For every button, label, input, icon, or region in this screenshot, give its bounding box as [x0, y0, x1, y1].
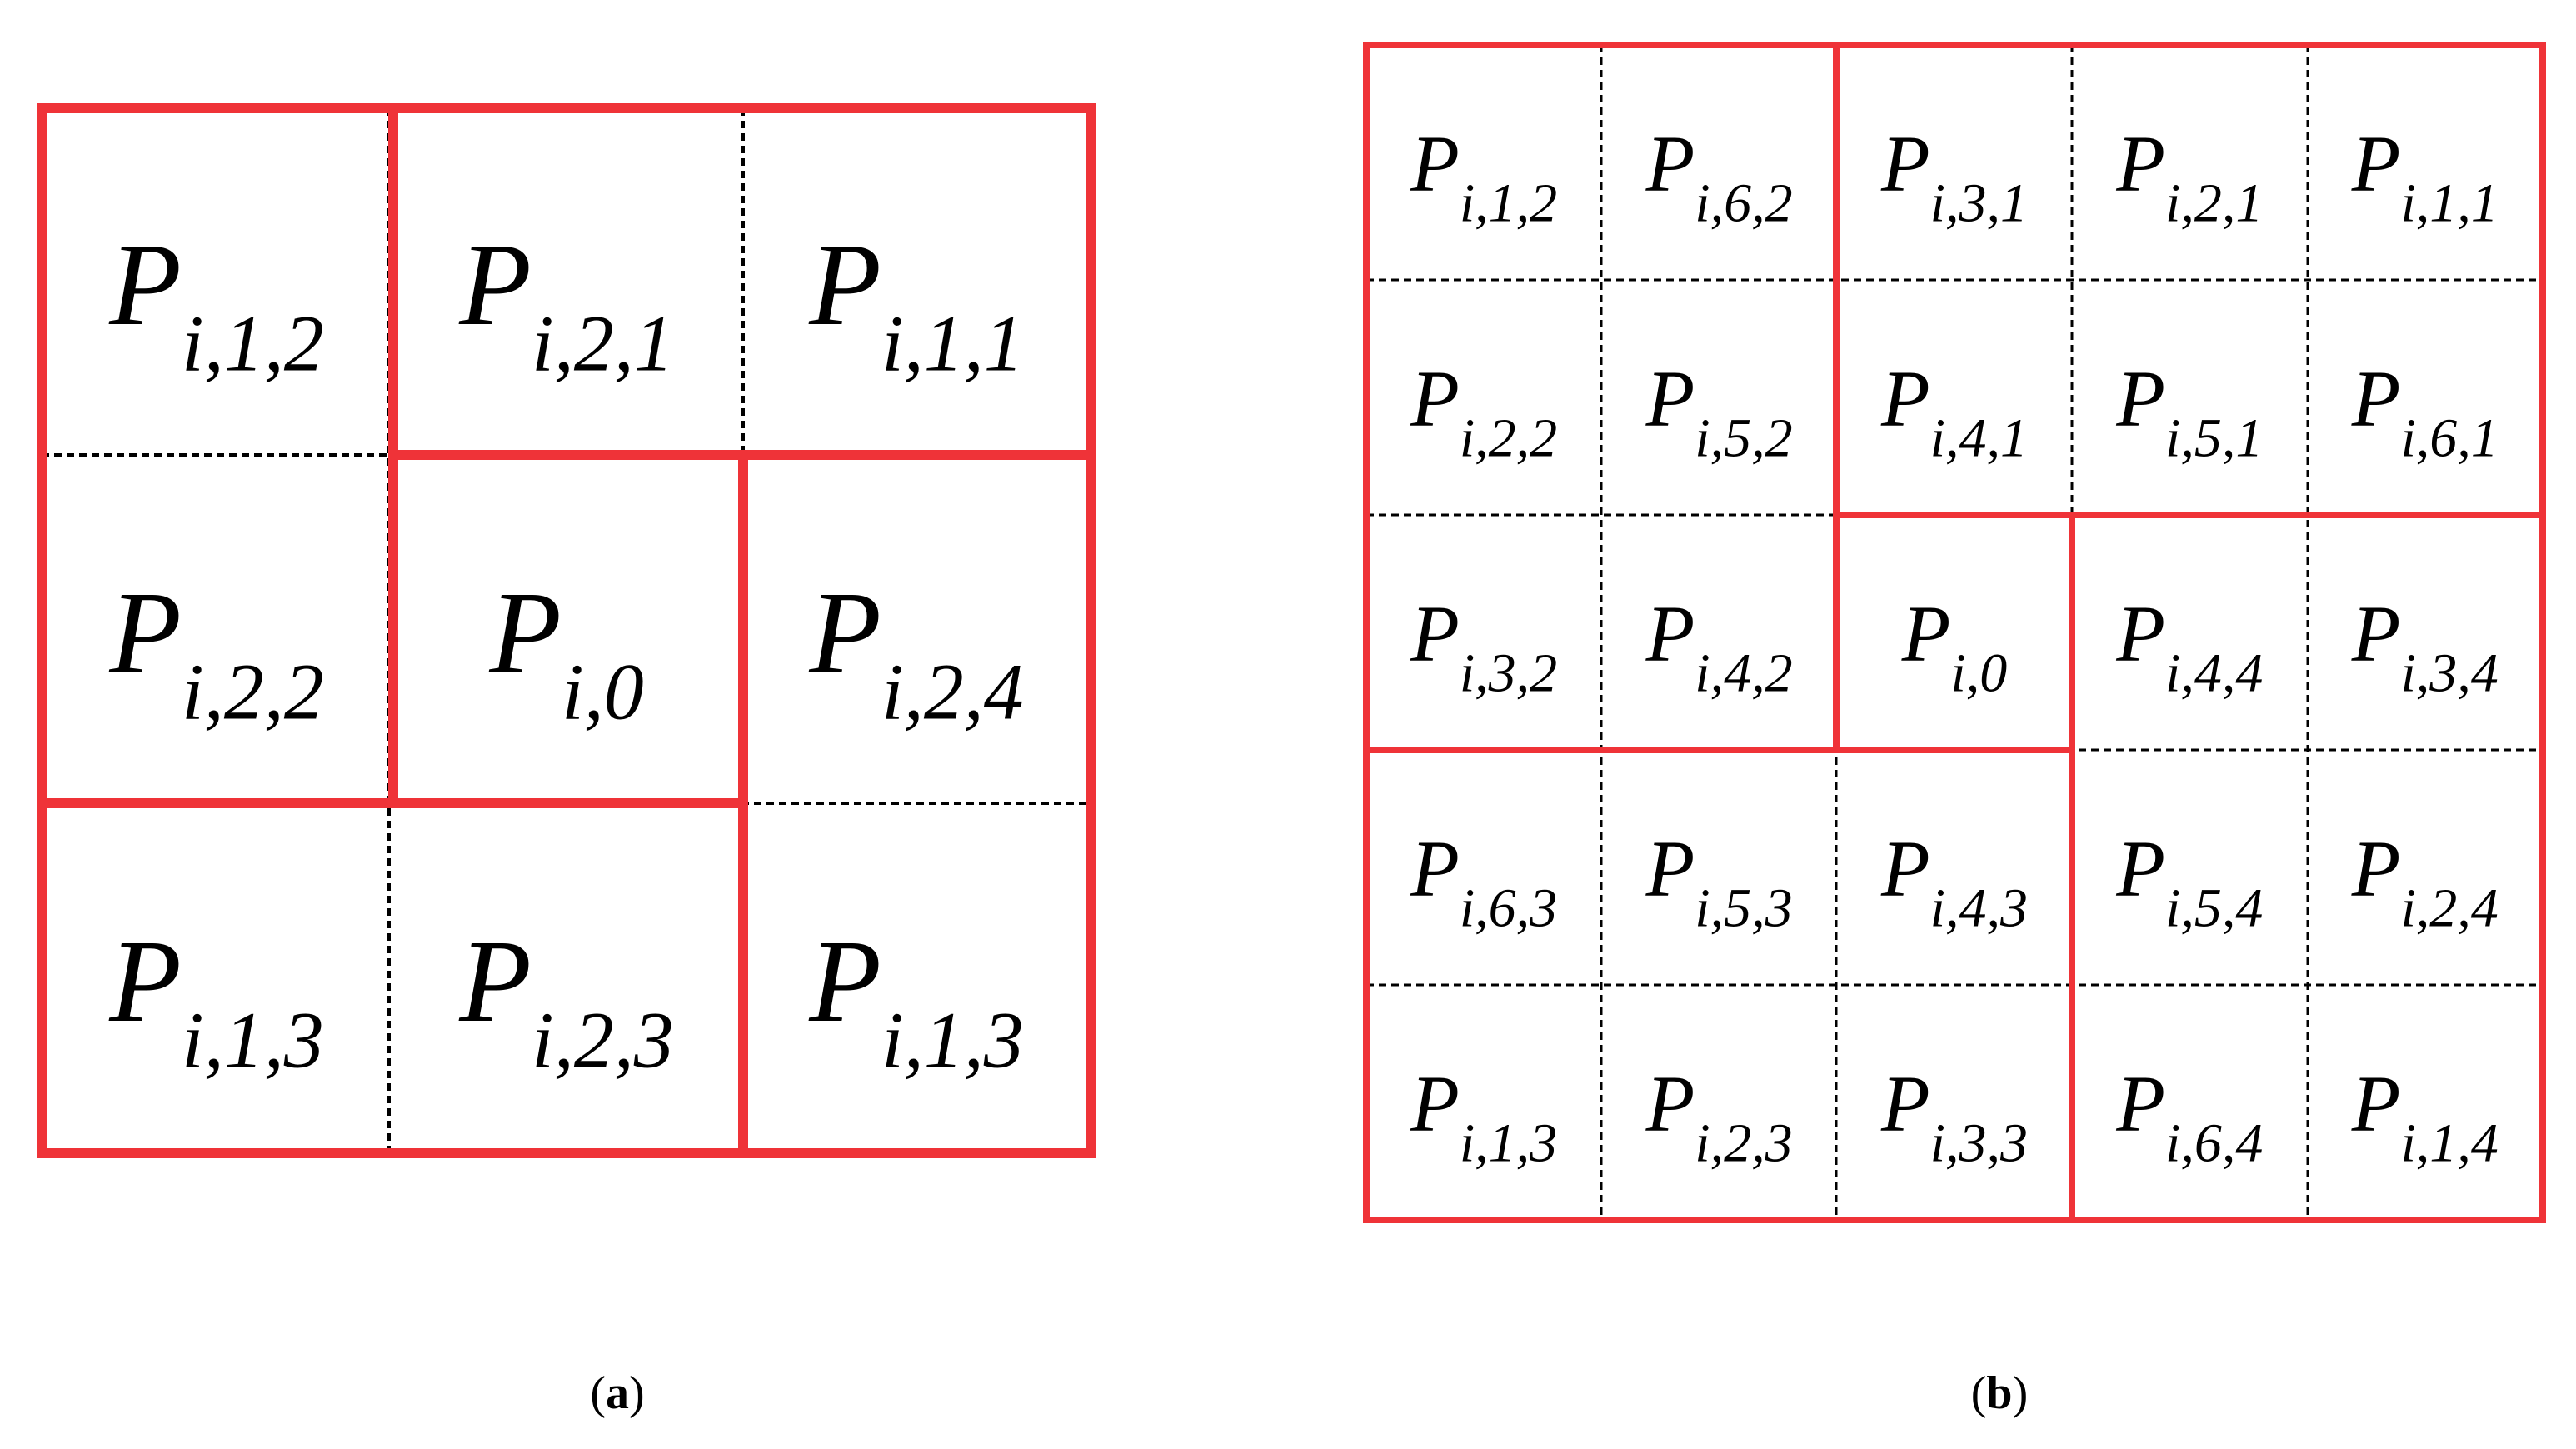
panel-a-caption: (a): [590, 1367, 644, 1419]
cell-label-pi-2-4: Pi,2,4: [808, 567, 1023, 737]
cell-label-pi-1-3: Pi,1,3: [108, 915, 323, 1085]
cell-label-pi-2-1: Pi,2,1: [458, 218, 673, 388]
cell-label-pi-5-4: Pi,5,4: [2115, 824, 2263, 939]
cell-label-pi-0: Pi,0: [1901, 589, 2007, 704]
cell-label-pi-5-2: Pi,5,2: [1645, 354, 1793, 469]
cell-label-pi-3-2: Pi,3,2: [1410, 589, 1557, 704]
cell-label-pi-6-3: Pi,6,3: [1410, 824, 1557, 939]
cell-label-pi-1-3: Pi,1,3: [808, 915, 1023, 1085]
cell-label-pi-4-3: Pi,4,3: [1880, 824, 2028, 939]
cell-label-pi-0: Pi,0: [488, 567, 643, 737]
cell-label-pi-1-1: Pi,1,1: [808, 218, 1023, 388]
cell-label-pi-1-1: Pi,1,1: [2351, 119, 2499, 234]
panel-a-partition-borders: [37, 103, 1096, 1158]
cell-label-pi-6-2: Pi,6,2: [1645, 119, 1793, 234]
cell-label-pi-4-4: Pi,4,4: [2115, 589, 2263, 704]
cell-label-pi-3-4: Pi,3,4: [2351, 589, 2499, 704]
cell-label-pi-2-3: Pi,2,3: [1645, 1059, 1793, 1174]
panel-b-partition-borders: [1363, 42, 2546, 1223]
cell-label-pi-4-1: Pi,4,1: [1880, 354, 2028, 469]
cell-label-pi-3-3: Pi,3,3: [1880, 1059, 2028, 1174]
cell-label-pi-2-2: Pi,2,2: [108, 567, 323, 737]
cell-label-pi-5-1: Pi,5,1: [2115, 354, 2263, 469]
panel-b-caption: (b): [1971, 1367, 2028, 1419]
cell-label-pi-1-2: Pi,1,2: [108, 218, 323, 388]
panel-b-outer-border: [1363, 42, 2546, 1223]
cell-label-pi-4-2: Pi,4,2: [1645, 589, 1793, 704]
cell-label-pi-3-1: Pi,3,1: [1880, 119, 2028, 234]
cell-label-pi-5-3: Pi,5,3: [1645, 824, 1793, 939]
cell-label-pi-2-2: Pi,2,2: [1410, 354, 1557, 469]
panel-a: Pi,1,2 Pi,2,1 Pi,1,1Pi,2,2 Pi,0 Pi,2,4Pi,1,3…: [37, 103, 1096, 1419]
cell-label-pi-1-3: Pi,1,3: [1410, 1059, 1557, 1174]
cell-label-pi-6-4: Pi,6,4: [2115, 1059, 2263, 1174]
cell-label-pi-2-3: Pi,2,3: [458, 915, 673, 1085]
cell-label-pi-2-1: Pi,2,1: [2115, 119, 2263, 234]
cell-label-pi-1-2: Pi,1,2: [1410, 119, 1557, 234]
cell-label-pi-2-4: Pi,2,4: [2351, 824, 2499, 939]
cell-label-pi-6-1: Pi,6,1: [2351, 354, 2499, 469]
panel-a-cell-labels: Pi,1,2 Pi,2,1 Pi,1,1Pi,2,2 Pi,0 Pi,2,4Pi,1,3…: [108, 218, 1023, 1085]
cell-label-pi-1-4: Pi,1,4: [2351, 1059, 2499, 1174]
